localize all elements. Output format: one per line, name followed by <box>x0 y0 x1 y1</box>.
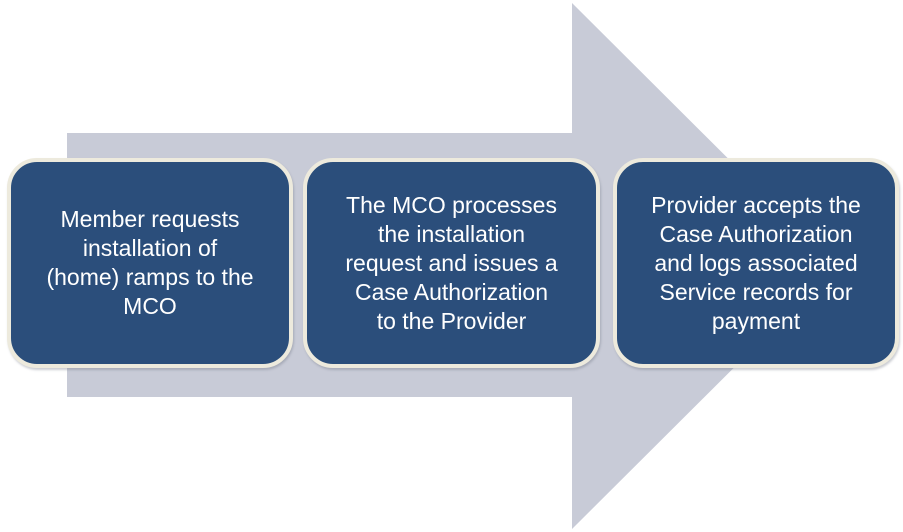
step-box-provider-accepts: Provider accepts the Case Authorization … <box>613 158 899 368</box>
step-box-mco-processes: The MCO processes the installation reque… <box>303 158 600 368</box>
step-text-provider-accepts: Provider accepts the Case Authorization … <box>651 191 861 334</box>
step-box-member-request: Member requests installation of (home) r… <box>7 158 293 368</box>
step-text-mco-processes: The MCO processes the installation reque… <box>345 191 558 334</box>
step-text-member-request: Member requests installation of (home) r… <box>46 206 254 319</box>
